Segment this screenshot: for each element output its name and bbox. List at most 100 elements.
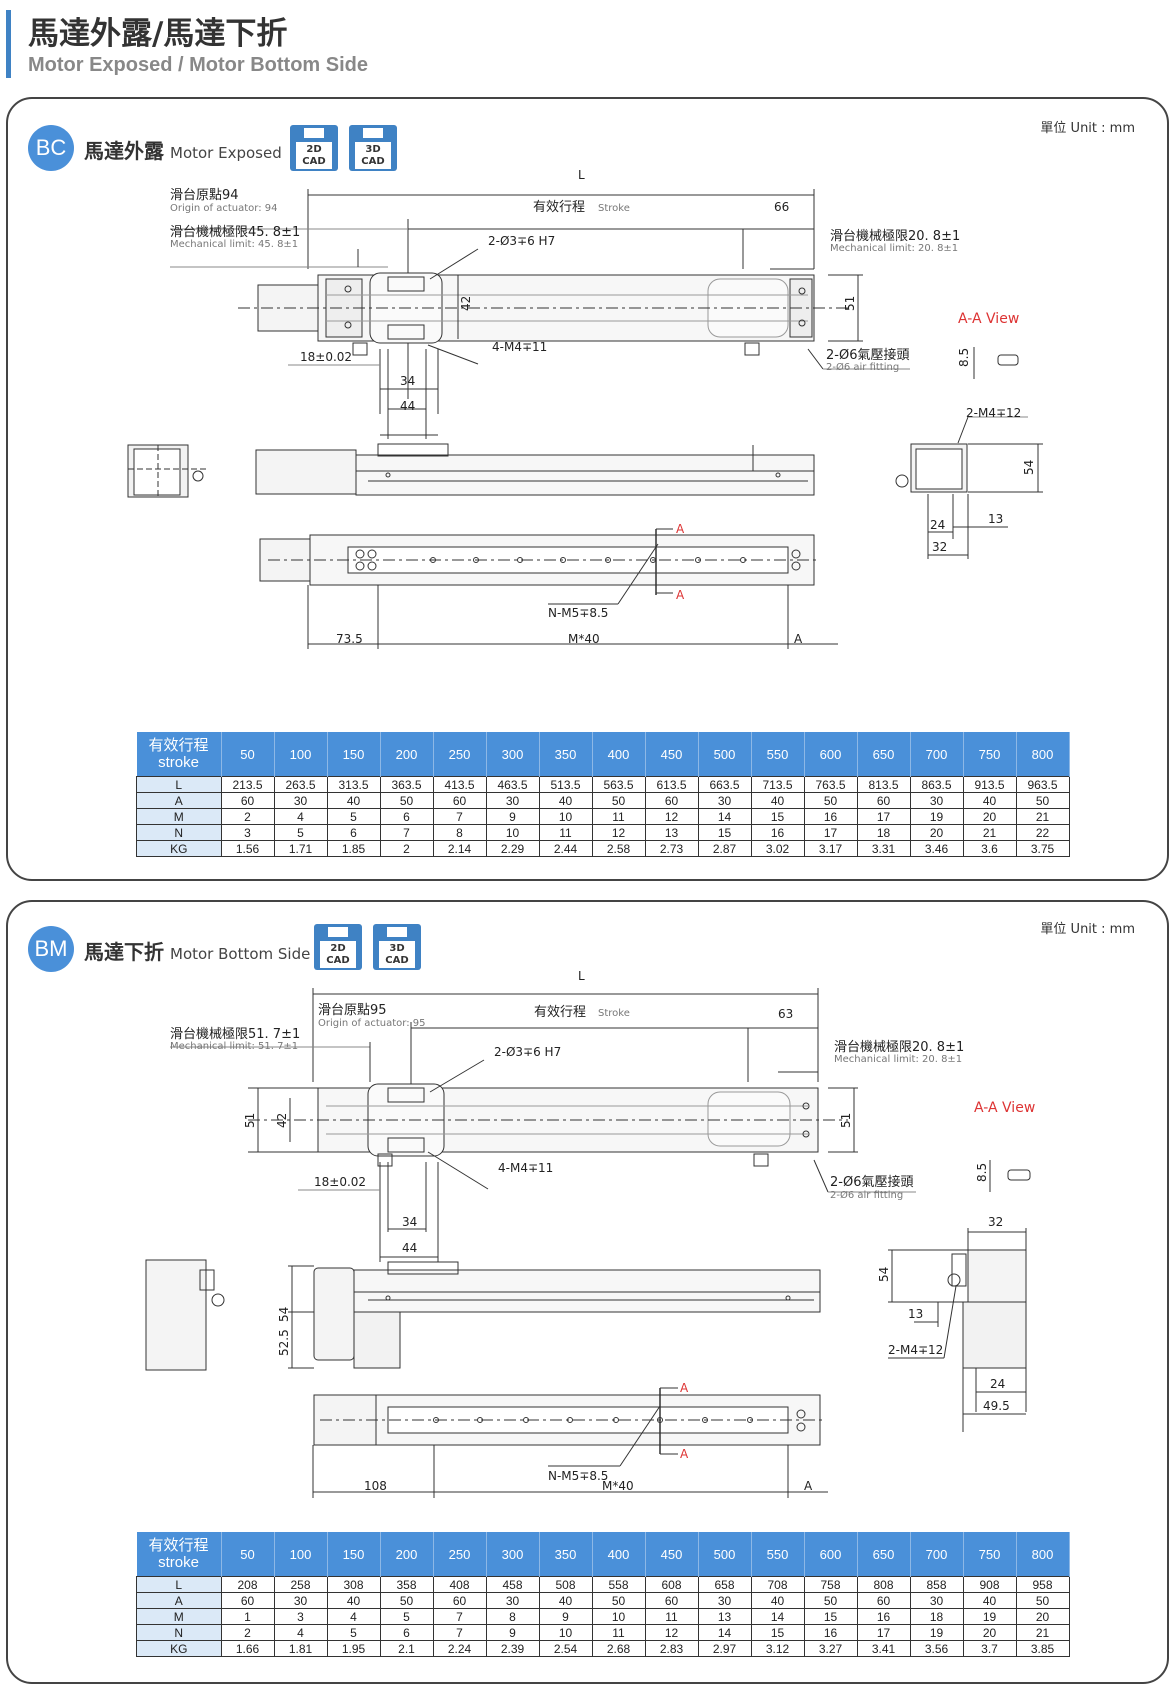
table-cell: 3.7 — [962, 1640, 1017, 1657]
model-badge: BC — [28, 125, 74, 171]
n-m5-label: N-M5∓8.5 — [548, 606, 608, 620]
table-cell: 2.1 — [379, 1640, 434, 1657]
table-cell: 60 — [220, 1592, 275, 1609]
stroke-header: 750 — [963, 732, 1017, 777]
table-cell: 15 — [750, 1624, 805, 1641]
table-cell: 613.5 — [644, 776, 699, 793]
table-cell: 3.12 — [750, 1640, 805, 1657]
stroke-header: 150 — [327, 732, 381, 777]
table-cell: 15 — [697, 824, 752, 841]
stroke-header: 150 — [327, 1532, 381, 1577]
stroke-header: 650 — [857, 732, 911, 777]
dim-66: 66 — [774, 200, 789, 214]
table-cell: 358 — [379, 1576, 434, 1593]
table-cell: 963.5 — [1015, 776, 1070, 793]
table-cell: 12 — [591, 824, 646, 841]
table-cell: 1.85 — [326, 840, 381, 857]
origin-label-cn: 滑台原點94 — [170, 188, 239, 203]
dim-A: A — [794, 632, 803, 646]
header-accent-bar — [6, 10, 11, 78]
table-cell: 21 — [962, 824, 1017, 841]
table-cell: 608 — [644, 1576, 699, 1593]
stroke-header: 300 — [486, 732, 540, 777]
table-cell: 30 — [485, 792, 540, 809]
stroke-header: 450 — [645, 732, 699, 777]
dim-18: 18±0.02 — [314, 1175, 366, 1189]
stroke-header: 300 — [486, 1532, 540, 1577]
table-cell: 3 — [273, 1608, 328, 1625]
table-cell: 508 — [538, 1576, 593, 1593]
mech-limit-left-en: Mechanical limit: 45. 8±1 — [170, 239, 298, 250]
table-cell: 40 — [750, 1592, 805, 1609]
panel-title: 馬達外露 Motor Exposed — [84, 135, 282, 164]
table-cell: 50 — [803, 792, 858, 809]
table-cell: 2.44 — [538, 840, 593, 857]
stroke-header: 800 — [1016, 732, 1070, 777]
dim-18: 18±0.02 — [300, 350, 352, 364]
table-cell: 8 — [432, 824, 487, 841]
dim-51-left: 51 — [243, 1113, 257, 1128]
row-label: A — [136, 792, 222, 809]
table-cell: 18 — [909, 1608, 964, 1625]
mech-limit-right-cn: 滑台機械極限20. 8±1 — [830, 228, 960, 244]
row-label: M — [136, 1608, 222, 1625]
table-cell: 3 — [220, 824, 275, 841]
air-fitting-en: 2-Ø6 air fitting — [826, 361, 899, 373]
table-cell: 3.56 — [909, 1640, 964, 1657]
table-cell: 2.39 — [485, 1640, 540, 1657]
dim-54-front: 54 — [277, 1307, 291, 1322]
air-fitting-en: 2-Ø6 air fitting — [830, 1189, 903, 1201]
table-cell: 50 — [591, 792, 646, 809]
dim-32: 32 — [932, 540, 947, 554]
table-cell: 30 — [273, 792, 328, 809]
tap-label: 4-M4∓11 — [492, 340, 547, 354]
dim-52-5: 52.5 — [277, 1329, 291, 1356]
table-cell: 18 — [856, 824, 911, 841]
panel-title-en: Motor Exposed — [170, 144, 282, 162]
table-cell: 17 — [803, 824, 858, 841]
table-cell: 708 — [750, 1576, 805, 1593]
table-cell: 9 — [485, 808, 540, 825]
table-cell: 658 — [697, 1576, 752, 1593]
table-cell: 258 — [273, 1576, 328, 1593]
dim-51-right: 51 — [839, 1113, 853, 1128]
table-cell: 5 — [326, 808, 381, 825]
panel-title-cn: 馬達外露 — [84, 139, 164, 163]
aa-view-label: A-A View — [974, 1100, 1035, 1116]
table-cell: 2 — [379, 840, 434, 857]
stroke-header: 50 — [221, 732, 275, 777]
table-cell: 8 — [485, 1608, 540, 1625]
table-cell: 5 — [379, 1608, 434, 1625]
row-label: L — [136, 1576, 222, 1593]
pin-hole-label: 2-Ø3∓6 H7 — [494, 1045, 561, 1059]
table-cell: 20 — [1015, 1608, 1070, 1625]
table-cell: 40 — [326, 1592, 381, 1609]
table-cell: 513.5 — [538, 776, 593, 793]
stroke-label-cn: 有效行程 — [534, 1005, 586, 1020]
page-title: 馬達外露/馬達下折 — [28, 16, 288, 52]
table-cell: 908 — [962, 1576, 1017, 1593]
side-tap-label: 2-M4∓12 — [888, 1343, 943, 1357]
n-m5-label: N-M5∓8.5 — [548, 1469, 608, 1483]
table-cell: 20 — [909, 824, 964, 841]
dim-34: 34 — [402, 1215, 417, 1229]
stroke-header: 600 — [804, 732, 858, 777]
stroke-header: 500 — [698, 732, 752, 777]
table-cell: 11 — [591, 1624, 646, 1641]
bm-technical-drawing: L 滑台原點95 Origin of actuator: 95 有效行程 Str… — [145, 969, 1035, 1498]
table-cell: 11 — [644, 1608, 699, 1625]
table-cell: 19 — [962, 1608, 1017, 1625]
stroke-header: 250 — [433, 1532, 487, 1577]
table-cell: 13 — [697, 1608, 752, 1625]
table-cell: 3.31 — [856, 840, 911, 857]
dim-L: L — [578, 969, 585, 983]
table-cell: 2 — [220, 1624, 275, 1641]
table-cell: 6 — [379, 1624, 434, 1641]
bc-technical-drawing: L 滑台原點94 Origin of actuator: 94 有效行程 Str… — [127, 168, 1043, 649]
